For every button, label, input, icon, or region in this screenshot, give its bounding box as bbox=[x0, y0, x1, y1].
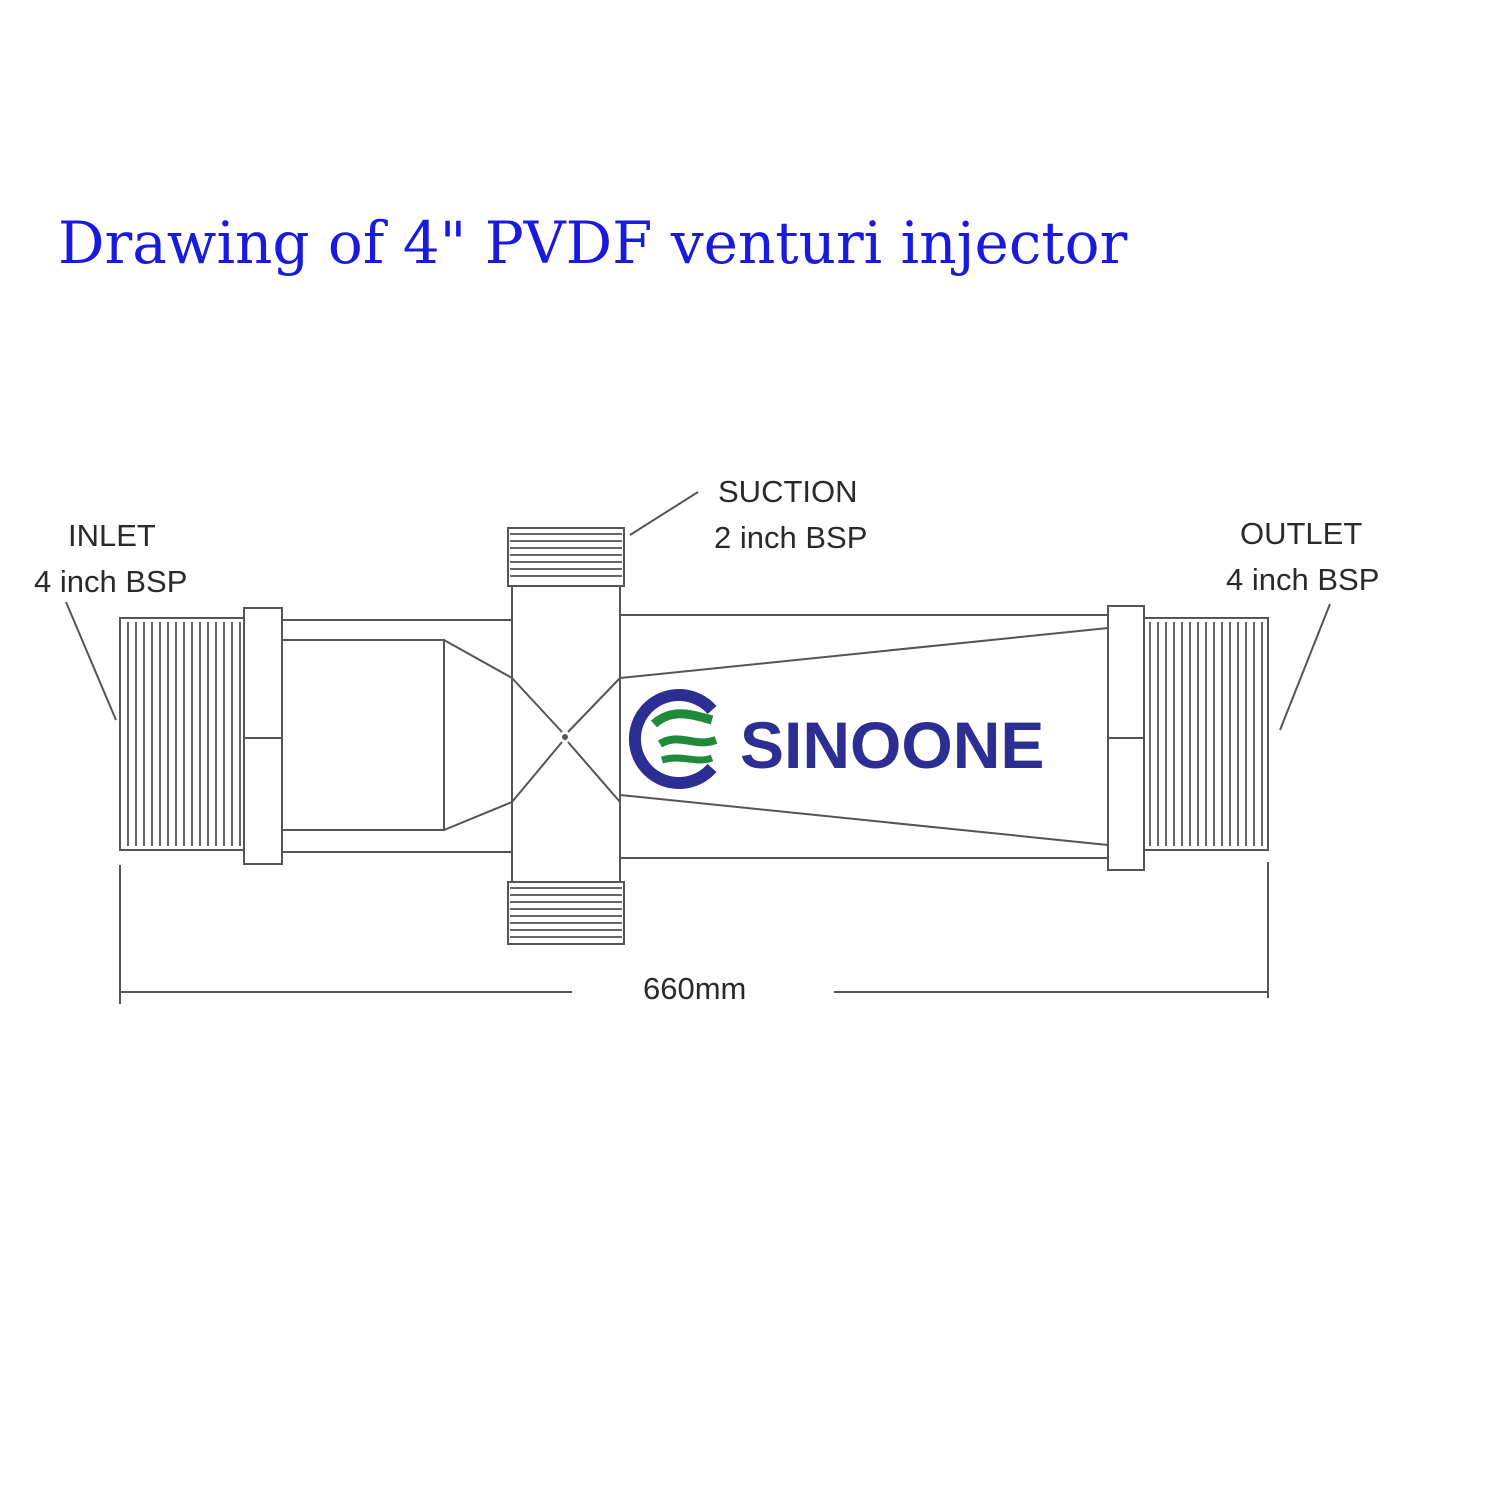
dimension-label: 660mm bbox=[643, 971, 746, 1006]
inlet-size-label: 4 inch BSP bbox=[34, 564, 187, 599]
logo-text: SINOONE bbox=[740, 708, 1044, 782]
inlet-thread bbox=[119, 617, 245, 851]
sinoone-logo: SINOONE bbox=[628, 689, 1044, 789]
suction-thread-bottom bbox=[507, 881, 625, 945]
outlet-body-tube bbox=[619, 614, 1109, 859]
outlet-label: OUTLET bbox=[1240, 516, 1362, 551]
suction-leader-line bbox=[629, 491, 699, 536]
sinoone-logo-mark bbox=[628, 689, 718, 789]
suction-label: SUCTION bbox=[718, 474, 858, 509]
suction-tee-body bbox=[511, 585, 621, 883]
outlet-leader-line bbox=[1279, 603, 1331, 731]
inlet-label: INLET bbox=[68, 518, 156, 553]
outlet-thread bbox=[1143, 617, 1269, 851]
drawing-title: Drawing of 4" PVDF venturi injector bbox=[58, 209, 1128, 277]
inlet-union-nut bbox=[243, 607, 283, 865]
suction-size-label: 2 inch BSP bbox=[714, 520, 867, 555]
inlet-leader-line bbox=[65, 601, 117, 721]
outlet-size-label: 4 inch BSP bbox=[1226, 562, 1379, 597]
suction-thread-top bbox=[507, 527, 625, 587]
overall-dimension bbox=[119, 862, 1269, 1004]
